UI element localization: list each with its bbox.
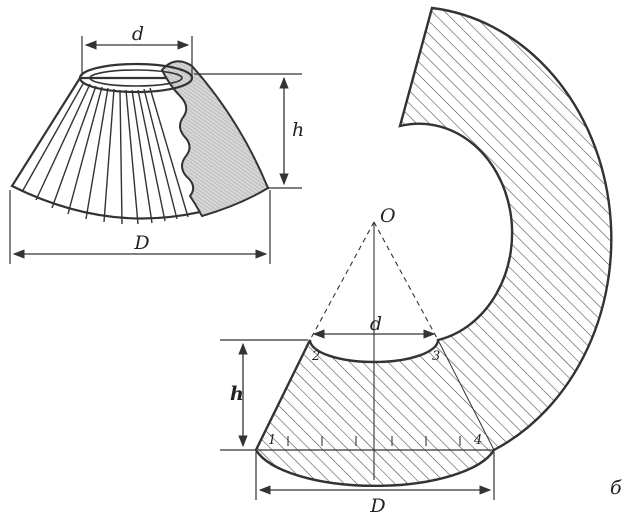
- annular-sector: [254, 6, 613, 488]
- label-point-1: 1: [268, 433, 276, 448]
- top-rim-inner: [89, 69, 183, 87]
- label-D-bottom: D: [369, 495, 385, 517]
- label-point-3: 3: [432, 349, 440, 364]
- cutaway-section: [160, 60, 270, 218]
- label-O: O: [380, 205, 396, 227]
- label-h-top: h: [292, 119, 304, 141]
- label-d-top: d: [132, 23, 144, 45]
- pattern-figure: O d 1 2 3 4 h D б: [220, 6, 622, 517]
- label-point-2: 2: [311, 349, 320, 364]
- label-d-bottom: d: [370, 313, 382, 335]
- chord-ticks: [287, 436, 461, 446]
- label-h-bottom: h: [230, 383, 244, 405]
- panel-letter: б: [610, 477, 622, 499]
- top-rim: [78, 62, 194, 94]
- label-D-top: D: [133, 232, 149, 254]
- lampshade-figure: d h D: [9, 23, 304, 264]
- thin-ray-right: [437, 339, 495, 451]
- dashed-ray-right: [373, 221, 439, 341]
- dashed-ray-left: [309, 221, 375, 341]
- pleat-lines: [21, 81, 189, 225]
- label-point-4: 4: [473, 433, 482, 448]
